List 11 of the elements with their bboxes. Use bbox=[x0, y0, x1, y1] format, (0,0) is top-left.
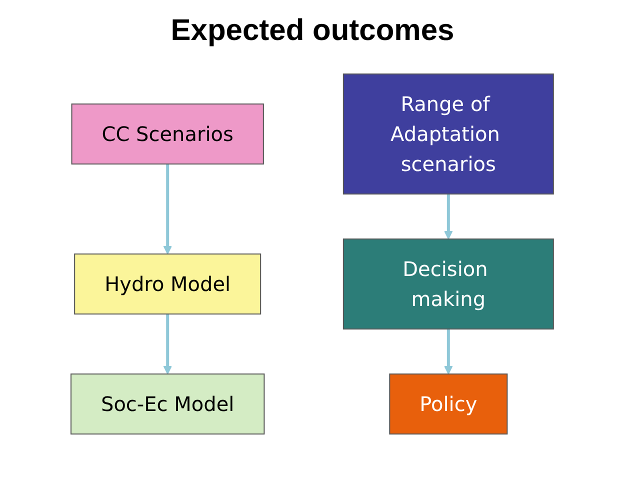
title: Expected outcomes bbox=[170, 14, 456, 48]
node-box: Decision making bbox=[343, 238, 554, 330]
node-box: Policy bbox=[389, 374, 508, 434]
arrow bbox=[444, 329, 454, 374]
node-box: CC Scenarios bbox=[72, 104, 264, 164]
node-box: Hydro Model bbox=[74, 254, 262, 314]
arrow bbox=[163, 314, 172, 374]
arrow bbox=[444, 194, 454, 240]
arrow bbox=[163, 164, 172, 254]
node-box: Soc-Ec Model bbox=[70, 374, 265, 434]
node-box: Range of Adaptation scenarios bbox=[343, 74, 554, 194]
